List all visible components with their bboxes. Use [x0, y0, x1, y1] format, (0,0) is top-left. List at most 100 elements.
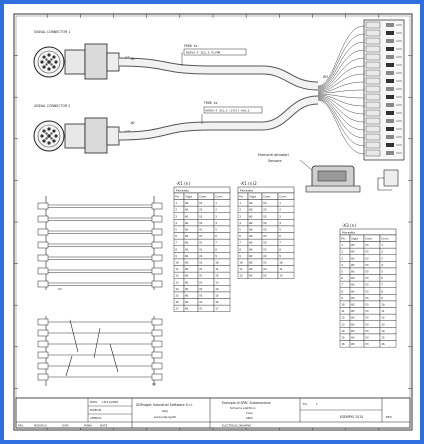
terminal: [365, 141, 381, 149]
table-cell-text: 5: [215, 228, 217, 232]
cable-2-id: W2: [131, 121, 135, 125]
terminal-strip: [363, 19, 405, 161]
schematic-terminal: [37, 329, 49, 337]
harness-wires: [317, 25, 365, 155]
table-cell-text: W3: [351, 309, 355, 313]
table-cell-text: 10: [279, 261, 283, 265]
table-cell-text: W3: [351, 329, 355, 333]
table-cell-text: 10: [215, 261, 219, 265]
table-cell-text: X1: [199, 234, 203, 238]
cable-1-inner: [118, 58, 319, 90]
table-cell-text: 12: [341, 316, 345, 320]
table-cell-text: W3: [351, 263, 355, 267]
table-cell-text: 17: [215, 307, 219, 311]
table-cell-text: X3: [365, 263, 369, 267]
table-cell-text: W2: [249, 267, 253, 271]
table-cell-text: 1: [239, 201, 241, 205]
table-cell-text: W1: [185, 208, 189, 212]
table-cell-text: X3: [365, 289, 369, 293]
connector-pin: [52, 65, 56, 69]
table-cell-text: X2: [263, 201, 267, 205]
table-cell-text: 12: [381, 316, 385, 320]
connector-pin: [47, 53, 51, 57]
table-cell-text: 10: [239, 261, 243, 265]
schematic-terminal: [37, 215, 49, 223]
schematic-cross-wire: [109, 343, 119, 373]
harness-wire: [317, 94, 365, 107]
table-cell-text: 7: [341, 283, 343, 287]
table-cell-text: 11: [381, 309, 385, 313]
schematic-terminal: [37, 373, 49, 381]
table-cell-text: 4: [175, 221, 177, 225]
harness-wire: [317, 97, 365, 131]
table-cell-text: X3: [365, 309, 369, 313]
table-cell-text: 6: [175, 234, 177, 238]
schematic-terminal: [37, 340, 49, 348]
connector-pin: [45, 58, 48, 61]
tb-footer-1: REV.: [18, 424, 24, 428]
connector-1-label: SIGNAL CONNECTOR 1: [34, 30, 70, 34]
table-cell-text: 4: [239, 221, 241, 225]
table-cell-text: 8: [341, 289, 343, 293]
connector-pin: [45, 137, 48, 140]
table-col-header-text: Conn.: [279, 195, 287, 199]
table-cell-text: W3: [351, 303, 355, 307]
tb-company-web: www.sdprogetit: [154, 415, 177, 419]
device-sensor: [305, 165, 399, 193]
table-cell-text: W2: [249, 241, 253, 245]
table-cell-text: X3: [365, 250, 369, 254]
schematic-terminal: [151, 340, 163, 348]
table-cell-text: 14: [215, 287, 219, 291]
table-cell-text: W1: [185, 241, 189, 245]
table-cell-text: W2: [249, 214, 253, 218]
table-cell-text: 5: [279, 228, 281, 232]
terminal: [365, 69, 381, 77]
table-cell-text: W1: [185, 201, 189, 205]
table-cell-text: 6: [279, 234, 281, 238]
terminal: [365, 125, 381, 133]
harness-wire: [317, 98, 365, 139]
tb-sheet-label: FG.: [303, 402, 308, 406]
table-cell-text: X1: [199, 247, 203, 251]
terminal-screw: [386, 23, 394, 27]
schematic-terminal: [37, 362, 49, 370]
harness-wire: [317, 95, 365, 115]
table-cell-text: 3: [341, 256, 343, 260]
table-cell-text: 6: [215, 234, 217, 238]
table-cell-text: 13: [341, 322, 345, 326]
tb-footer-4: FIRMA: [84, 424, 92, 428]
table-cell-text: W1: [185, 274, 189, 278]
table-cell-text: X2: [263, 254, 267, 258]
table-head-text: Morsetto: [176, 188, 189, 192]
schematic-terminal: [151, 362, 163, 370]
tb-sheet-value: 1: [316, 402, 318, 406]
table-cell-text: W1: [185, 247, 189, 251]
harness-wire: [317, 25, 365, 87]
table-cell-text: 14: [175, 287, 179, 291]
connector-pin: [54, 60, 58, 64]
table-cell-text: 5: [239, 228, 241, 232]
connector-2-tail: [106, 126, 120, 146]
table-cell-text: X3: [365, 243, 369, 247]
schematic-terminal: [37, 228, 49, 236]
table-cell-text: W1: [185, 300, 189, 304]
table-cell-text: 2: [239, 208, 241, 212]
cable-2-name: FROR 4x: [204, 101, 218, 105]
connector-pin: [42, 55, 46, 59]
tb-data-label: DATA: [90, 400, 97, 404]
table-cell-text: 4: [341, 263, 343, 267]
tb-doc-line4: SPAC: [246, 416, 253, 420]
terminal: [365, 77, 381, 85]
table-head-text: Morsetto: [240, 188, 253, 192]
table-cell-text: 3: [279, 214, 281, 218]
harness-wire: [317, 57, 365, 90]
connector-1-body: [64, 49, 86, 75]
terminal: [365, 53, 381, 61]
tb-footer-3: DATA: [62, 424, 69, 428]
table-cell-text: 15: [381, 336, 385, 340]
table-cell-text: W3: [351, 256, 355, 260]
schematic-terminal: [151, 215, 163, 223]
table-col-header-text: Cavo: [263, 195, 270, 199]
terminal-screw: [386, 87, 394, 91]
table-cell-text: 5: [381, 270, 383, 274]
